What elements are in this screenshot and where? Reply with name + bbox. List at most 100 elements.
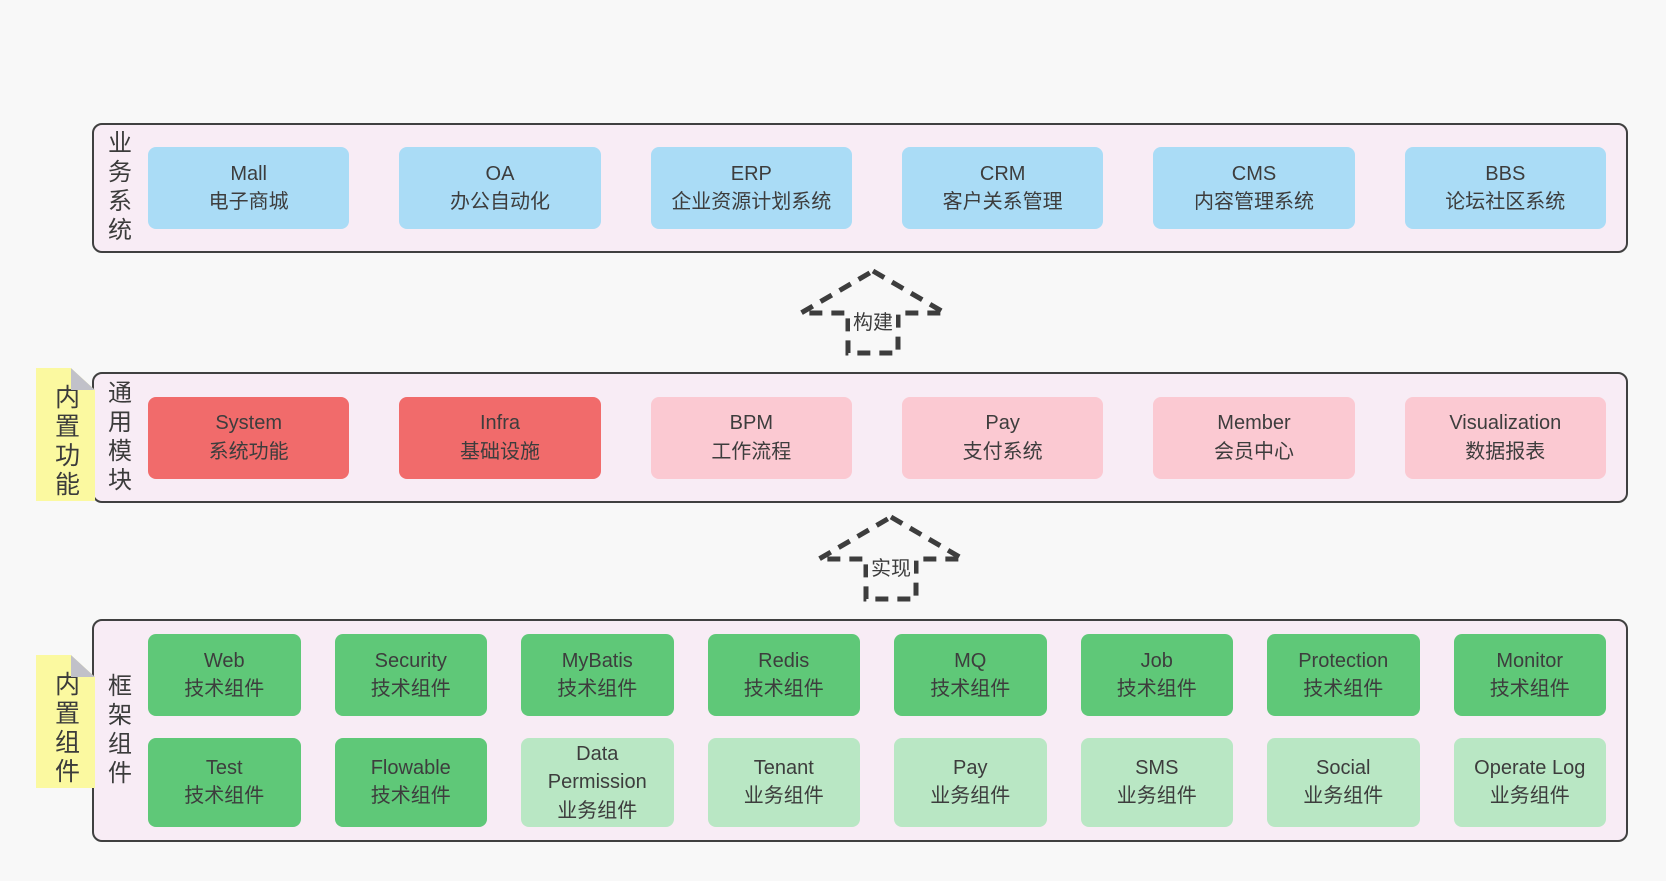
box-title: CMS bbox=[1231, 162, 1277, 185]
box-title: Flowable bbox=[370, 757, 451, 780]
box-title: Protection bbox=[1298, 649, 1389, 672]
panel-side-label: 框架组件 bbox=[103, 672, 131, 789]
box-protection: Protection 技术组件 bbox=[1267, 633, 1420, 716]
box-subtitle: 技术组件 bbox=[184, 785, 265, 808]
box-mybatis: MyBatis 技术组件 bbox=[521, 633, 674, 716]
box-title: Job bbox=[1140, 649, 1173, 672]
box-subtitle: 电子商城 bbox=[208, 191, 289, 213]
box-mq: MQ 技术组件 bbox=[894, 633, 1047, 716]
panel-side-label: 通用模块 bbox=[103, 379, 131, 496]
sticky-note-built-in-components: 内置组件 bbox=[36, 655, 95, 788]
box-title: Monitor bbox=[1496, 649, 1564, 672]
build-arrow-icon: 构建 bbox=[798, 268, 948, 358]
box-title: Mall bbox=[230, 162, 267, 185]
box-subtitle: 数据报表 bbox=[1465, 440, 1546, 463]
box-visualization: Visualization 数据报表 bbox=[1404, 396, 1606, 479]
box-security: Security 技术组件 bbox=[334, 633, 487, 716]
box-subtitle: 技术组件 bbox=[930, 677, 1011, 700]
box-infra: Infra 基础设施 bbox=[399, 396, 601, 479]
box-data-permission: Data Permission 业务组件 bbox=[521, 737, 674, 828]
box-subtitle: 工作流程 bbox=[711, 440, 792, 463]
box-pay: Pay 支付系统 bbox=[901, 396, 1104, 479]
box-title: Pay bbox=[953, 757, 988, 780]
box-title: Operate Log bbox=[1474, 757, 1586, 780]
box-oa: OA 办公自动化 bbox=[399, 147, 601, 229]
box-cms: CMS 内容管理系统 bbox=[1153, 147, 1355, 229]
sticky-note-label: 内置功能 bbox=[51, 383, 80, 500]
box-title: Infra bbox=[479, 412, 520, 435]
panel-common-modules: 通用模块 System 系统功能 Infra 基础设施 BPM 工作流程 Pay 支付系统 Me… bbox=[92, 372, 1628, 503]
box-subtitle: 技术组件 bbox=[557, 677, 638, 700]
box-title: Data Permission bbox=[547, 742, 647, 794]
box-title: BPM bbox=[729, 412, 773, 435]
box-title: Member bbox=[1217, 412, 1291, 435]
box-title: Redis bbox=[758, 649, 810, 672]
box-subtitle: 业务组件 bbox=[557, 799, 638, 822]
box-title: Security bbox=[374, 649, 447, 672]
box-subtitle: 业务组件 bbox=[743, 785, 824, 808]
box-title: BBS bbox=[1485, 162, 1526, 185]
box-title: MyBatis bbox=[561, 649, 633, 672]
box-mall: Mall 电子商城 bbox=[148, 147, 350, 229]
box-social: Social 业务组件 bbox=[1267, 737, 1420, 828]
box-subtitle: 业务组件 bbox=[1489, 785, 1570, 808]
box-bbs: BBS 论坛社区系统 bbox=[1404, 147, 1606, 229]
box-subtitle: 业务组件 bbox=[930, 785, 1011, 808]
box-subtitle: 基础设施 bbox=[459, 440, 540, 463]
box-title: Social bbox=[1316, 757, 1371, 780]
box-title: MQ bbox=[954, 649, 987, 672]
module-row: System 系统功能 Infra 基础设施 BPM 工作流程 Pay 支付系统 Member 会… bbox=[148, 396, 1606, 479]
box-member: Member 会员中心 bbox=[1153, 396, 1355, 479]
box-title: OA bbox=[485, 162, 515, 185]
box-title: SMS bbox=[1135, 757, 1179, 780]
box-subtitle: 办公自动化 bbox=[449, 191, 550, 213]
box-subtitle: 客户关系管理 bbox=[942, 191, 1063, 213]
box-subtitle: 技术组件 bbox=[370, 785, 451, 808]
box-title: Visualization bbox=[1449, 412, 1562, 435]
box-redis: Redis 技术组件 bbox=[707, 633, 860, 716]
box-subtitle: 技术组件 bbox=[743, 677, 824, 700]
box-subtitle: 系统功能 bbox=[208, 440, 289, 463]
box-title: System bbox=[215, 412, 282, 435]
box-subtitle: 技术组件 bbox=[184, 677, 265, 700]
box-bpm: BPM 工作流程 bbox=[650, 396, 852, 479]
box-subtitle: 业务组件 bbox=[1116, 785, 1197, 808]
box-title: Pay bbox=[985, 412, 1020, 435]
box-subtitle: 支付系统 bbox=[962, 440, 1043, 463]
box-subtitle: 企业资源计划系统 bbox=[671, 191, 832, 213]
box-monitor: Monitor 技术组件 bbox=[1453, 633, 1606, 716]
box-test: Test 技术组件 bbox=[148, 737, 301, 828]
box-flowable: Flowable 技术组件 bbox=[334, 737, 487, 828]
panel-content: System 系统功能 Infra 基础设施 BPM 工作流程 Pay 支付系统 Member 会… bbox=[140, 374, 1626, 501]
box-subtitle: 技术组件 bbox=[370, 677, 451, 700]
box-subtitle: 论坛社区系统 bbox=[1445, 191, 1566, 213]
implement-arrow-icon: 实现 bbox=[816, 514, 966, 604]
box-operate-log: Operate Log 业务组件 bbox=[1453, 737, 1606, 828]
box-subtitle: 技术组件 bbox=[1303, 677, 1384, 700]
box-subtitle: 会员中心 bbox=[1213, 440, 1294, 463]
box-subtitle: 业务组件 bbox=[1303, 785, 1384, 808]
box-title: Tenant bbox=[753, 757, 814, 780]
panel-side-label: 业务系统 bbox=[103, 130, 131, 246]
box-subtitle: 内容管理系统 bbox=[1193, 191, 1314, 213]
sticky-note-label: 内置组件 bbox=[51, 670, 80, 787]
box-tenant: Tenant 业务组件 bbox=[707, 737, 860, 828]
box-sms: SMS 业务组件 bbox=[1080, 737, 1233, 828]
box-subtitle: 技术组件 bbox=[1489, 677, 1570, 700]
implement-arrow-label: 实现 bbox=[868, 551, 914, 582]
sticky-note-built-in-features: 内置功能 bbox=[36, 368, 95, 501]
box-pay: Pay 业务组件 bbox=[894, 737, 1047, 828]
box-title: Test bbox=[205, 757, 243, 780]
